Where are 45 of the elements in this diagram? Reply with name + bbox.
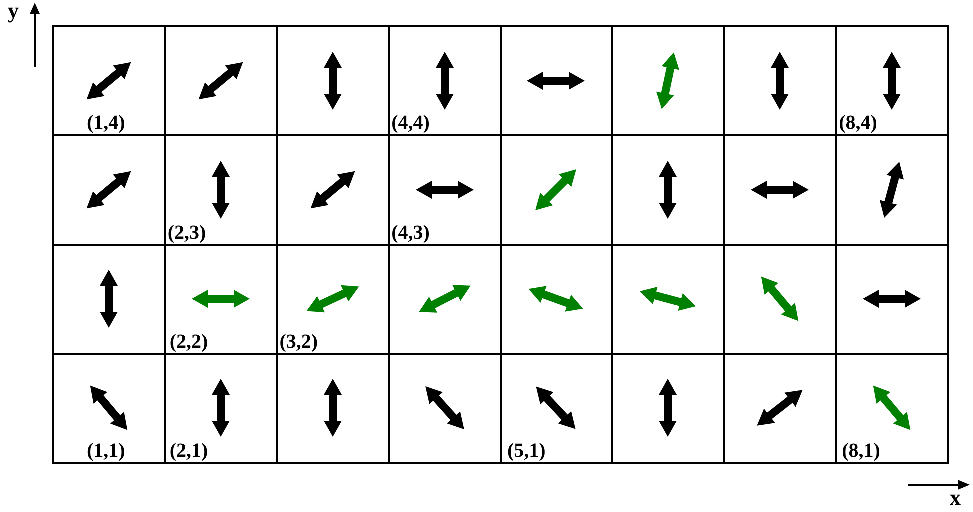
grid-cell — [725, 246, 838, 355]
grid-cell — [502, 27, 614, 136]
grid-cell — [837, 27, 949, 136]
grid-cell — [502, 246, 614, 355]
coordinate-label: (4,3) — [392, 222, 430, 242]
grid-cell — [278, 354, 390, 464]
grid-cell — [54, 27, 166, 136]
grid-cell — [613, 354, 726, 464]
grid-cell — [166, 246, 278, 355]
grid-cell — [166, 27, 278, 136]
coordinate-label: (5,1) — [508, 441, 546, 461]
coordinate-label: (4,4) — [392, 113, 430, 134]
coordinate-label: (3,2) — [280, 332, 318, 352]
axis-label: x — [950, 487, 961, 509]
grid-cell — [390, 27, 502, 136]
coordinate-label: (2,2) — [170, 332, 208, 352]
grid-cell — [837, 136, 949, 246]
grid-cell — [166, 354, 278, 464]
grid-cell — [613, 246, 726, 355]
grid-cell — [725, 354, 838, 464]
grid-cell — [837, 354, 949, 464]
coordinate-label: (8,1) — [842, 441, 880, 461]
coordinate-label: (8,4) — [839, 113, 878, 134]
grid-cell — [54, 354, 166, 464]
coordinate-label: (2,1) — [170, 441, 208, 461]
grid-cell — [390, 354, 502, 464]
grid-cell — [725, 27, 838, 136]
grid-cell — [54, 136, 166, 246]
grid-cell — [725, 136, 838, 246]
coordinate-label: (1,1) — [87, 441, 126, 461]
grid-cell — [278, 246, 390, 355]
grid-cell — [390, 136, 502, 246]
grid-cell — [613, 27, 726, 136]
grid-cell — [278, 27, 390, 136]
coordinate-label: (2,3) — [168, 222, 206, 242]
axis-label: y — [8, 0, 19, 22]
grid-cell — [502, 354, 614, 464]
coordinate-label: (1,4) — [87, 113, 126, 134]
grid-cell — [390, 246, 502, 355]
grid-cell — [502, 136, 614, 246]
grid-cell — [54, 246, 166, 355]
grid-cell — [837, 246, 949, 355]
grid-cell — [278, 136, 390, 246]
grid-cell — [613, 136, 726, 246]
grid-cell — [166, 136, 278, 246]
